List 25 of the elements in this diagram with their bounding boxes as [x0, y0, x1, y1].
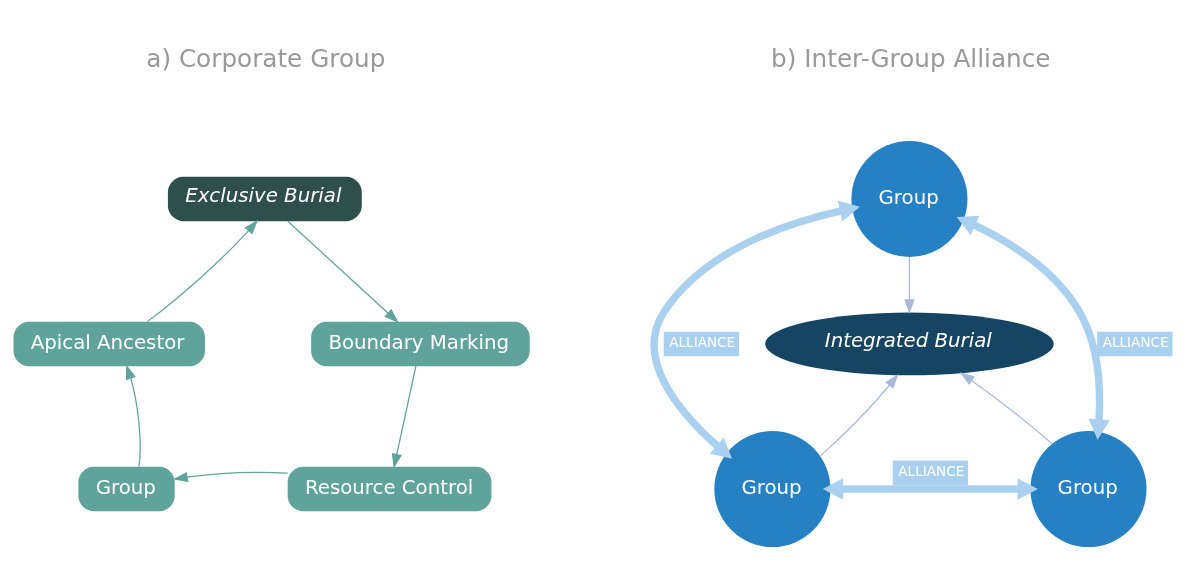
- edge-label: ALLIANCE: [669, 334, 736, 351]
- arrow: [650, 200, 860, 459]
- node-box: Resource Control: [287, 466, 492, 512]
- node-box: Apical Ancestor: [13, 321, 205, 367]
- arrow: [391, 365, 417, 469]
- node-box: Boundary Marking: [311, 321, 530, 367]
- edge-label: ALLIANCE: [1102, 334, 1169, 351]
- label: a) Corporate Group: [146, 43, 386, 73]
- node-ellipse: Integrated Burial: [765, 312, 1054, 376]
- label: b) Inter-Group Alliance: [771, 43, 1051, 73]
- arrow: [125, 364, 141, 468]
- arrow: [287, 220, 399, 323]
- arrow: [173, 471, 289, 483]
- arrow: [956, 215, 1110, 440]
- node-circle: Group: [1030, 431, 1147, 548]
- node-box: Exclusive Burial: [167, 176, 362, 222]
- arrow: [959, 372, 1053, 445]
- edge-label: ALLIANCE: [898, 463, 965, 480]
- arrow: [820, 374, 899, 457]
- arrow: [146, 219, 259, 323]
- arrow: [904, 256, 915, 315]
- node-circle: Group: [714, 431, 831, 548]
- node-circle: Group: [851, 140, 968, 257]
- node-box: Group: [78, 466, 175, 512]
- arrow: [822, 478, 1038, 500]
